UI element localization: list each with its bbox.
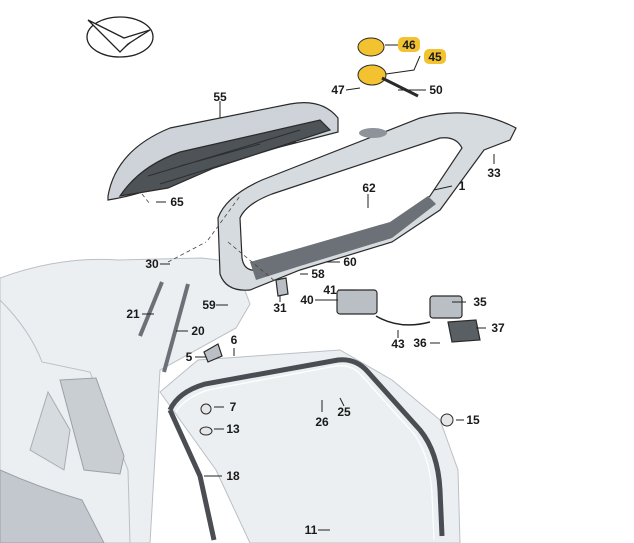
callout-labels: 46 45 47 50 55 33 1 62 65 30 58 60 41 40… — [126, 37, 505, 537]
callout-13: 13 — [226, 422, 240, 436]
callout-46: 46 — [402, 38, 416, 52]
gas-struts — [138, 281, 190, 373]
lock-module — [336, 289, 481, 343]
callout-41: 41 — [323, 283, 337, 297]
emblem-part — [357, 37, 385, 57]
grommet — [199, 426, 213, 436]
callout-47: 47 — [331, 83, 345, 97]
callout-55: 55 — [213, 90, 227, 104]
callout-31: 31 — [273, 301, 287, 315]
callout-58: 58 — [311, 267, 325, 281]
callout-30: 30 — [145, 257, 159, 271]
callout-33: 33 — [487, 166, 501, 180]
callout-18: 18 — [226, 469, 240, 483]
callout-45: 45 — [428, 50, 442, 64]
tailgate-seal — [167, 357, 445, 541]
emblem-lock-cylinder — [357, 64, 387, 86]
callout-7: 7 — [230, 400, 237, 414]
hinge — [203, 343, 223, 363]
callout-25: 25 — [337, 405, 351, 419]
callout-6: 6 — [231, 333, 238, 347]
callout-21: 21 — [126, 307, 140, 321]
roof-spoiler — [107, 102, 339, 201]
callout-20: 20 — [191, 324, 205, 338]
callout-65: 65 — [170, 195, 184, 209]
callout-60: 60 — [343, 255, 357, 269]
callout-59: 59 — [202, 298, 216, 312]
clip — [200, 403, 212, 415]
callout-highlight — [398, 37, 420, 52]
callout-62: 62 — [362, 181, 376, 195]
leader-lines — [142, 44, 495, 531]
orientation-arrow-icon — [86, 16, 154, 58]
tailgate-panel — [217, 112, 517, 291]
callout-50: 50 — [429, 83, 443, 97]
callout-11: 11 — [305, 523, 318, 537]
callout-26: 26 — [315, 415, 329, 429]
bump-stop — [440, 413, 454, 427]
callout-40: 40 — [300, 293, 314, 307]
callout-36: 36 — [413, 336, 427, 350]
callout-5: 5 — [186, 350, 193, 364]
callout-35: 35 — [473, 295, 487, 309]
hinge-bolt — [275, 277, 289, 297]
callout-37: 37 — [491, 321, 505, 335]
callout-1: 1 — [459, 179, 466, 193]
callout-highlight — [424, 49, 446, 64]
vehicle-body-outline — [0, 257, 461, 543]
callout-15: 15 — [466, 413, 480, 427]
callout-43: 43 — [391, 337, 405, 351]
